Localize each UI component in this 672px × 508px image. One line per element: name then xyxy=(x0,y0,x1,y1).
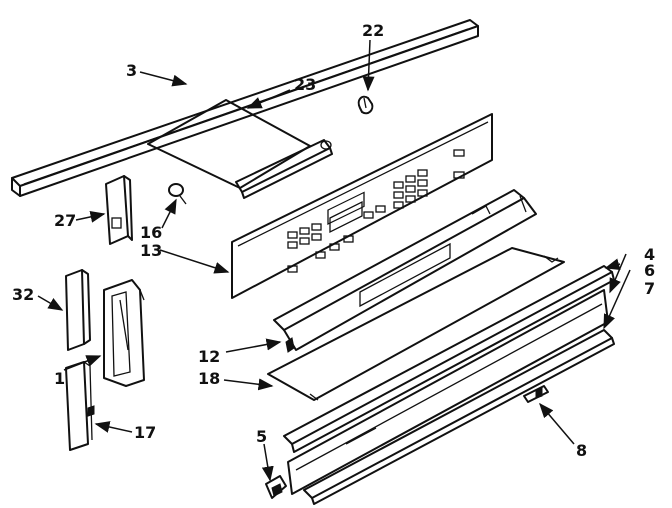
callout-3: 3 xyxy=(126,61,138,80)
part-8-clip xyxy=(523,385,549,403)
callout-6: 6 xyxy=(644,261,656,280)
part-12-housing xyxy=(273,189,537,353)
part-16-knob xyxy=(168,183,187,205)
part-4-rail xyxy=(283,265,615,453)
part-5-clip xyxy=(265,475,287,499)
part-22-clip xyxy=(357,95,374,115)
part-18-bottom-plate xyxy=(267,247,565,401)
callout-4: 4 xyxy=(644,245,656,264)
callout-7: 7 xyxy=(644,279,656,298)
part-1-end-cap xyxy=(103,279,145,387)
callout-32: 32 xyxy=(12,285,35,304)
callout-13: 13 xyxy=(140,241,163,260)
callout-17: 17 xyxy=(134,423,157,442)
callout-12: 12 xyxy=(198,347,221,366)
callout-23: 23 xyxy=(294,75,317,94)
leader-lines xyxy=(37,39,631,482)
callout-27: 27 xyxy=(54,211,77,230)
part-32-side-bracket xyxy=(65,269,91,351)
keypad-buttons xyxy=(287,149,465,273)
part-23-panel xyxy=(147,99,333,199)
callout-18: 18 xyxy=(198,369,221,388)
part-27-bracket xyxy=(105,175,133,245)
part-6-rail xyxy=(287,289,609,495)
callout-1: 1 xyxy=(54,369,66,388)
part-7-rail xyxy=(303,329,615,505)
part-17-small-bracket xyxy=(65,361,95,451)
part-13-control-panel xyxy=(231,113,493,299)
callout-8: 8 xyxy=(576,441,588,460)
callout-5: 5 xyxy=(256,427,268,446)
callout-16: 16 xyxy=(140,223,163,242)
part-3-top-trim xyxy=(11,19,479,197)
callout-22: 22 xyxy=(362,21,385,40)
